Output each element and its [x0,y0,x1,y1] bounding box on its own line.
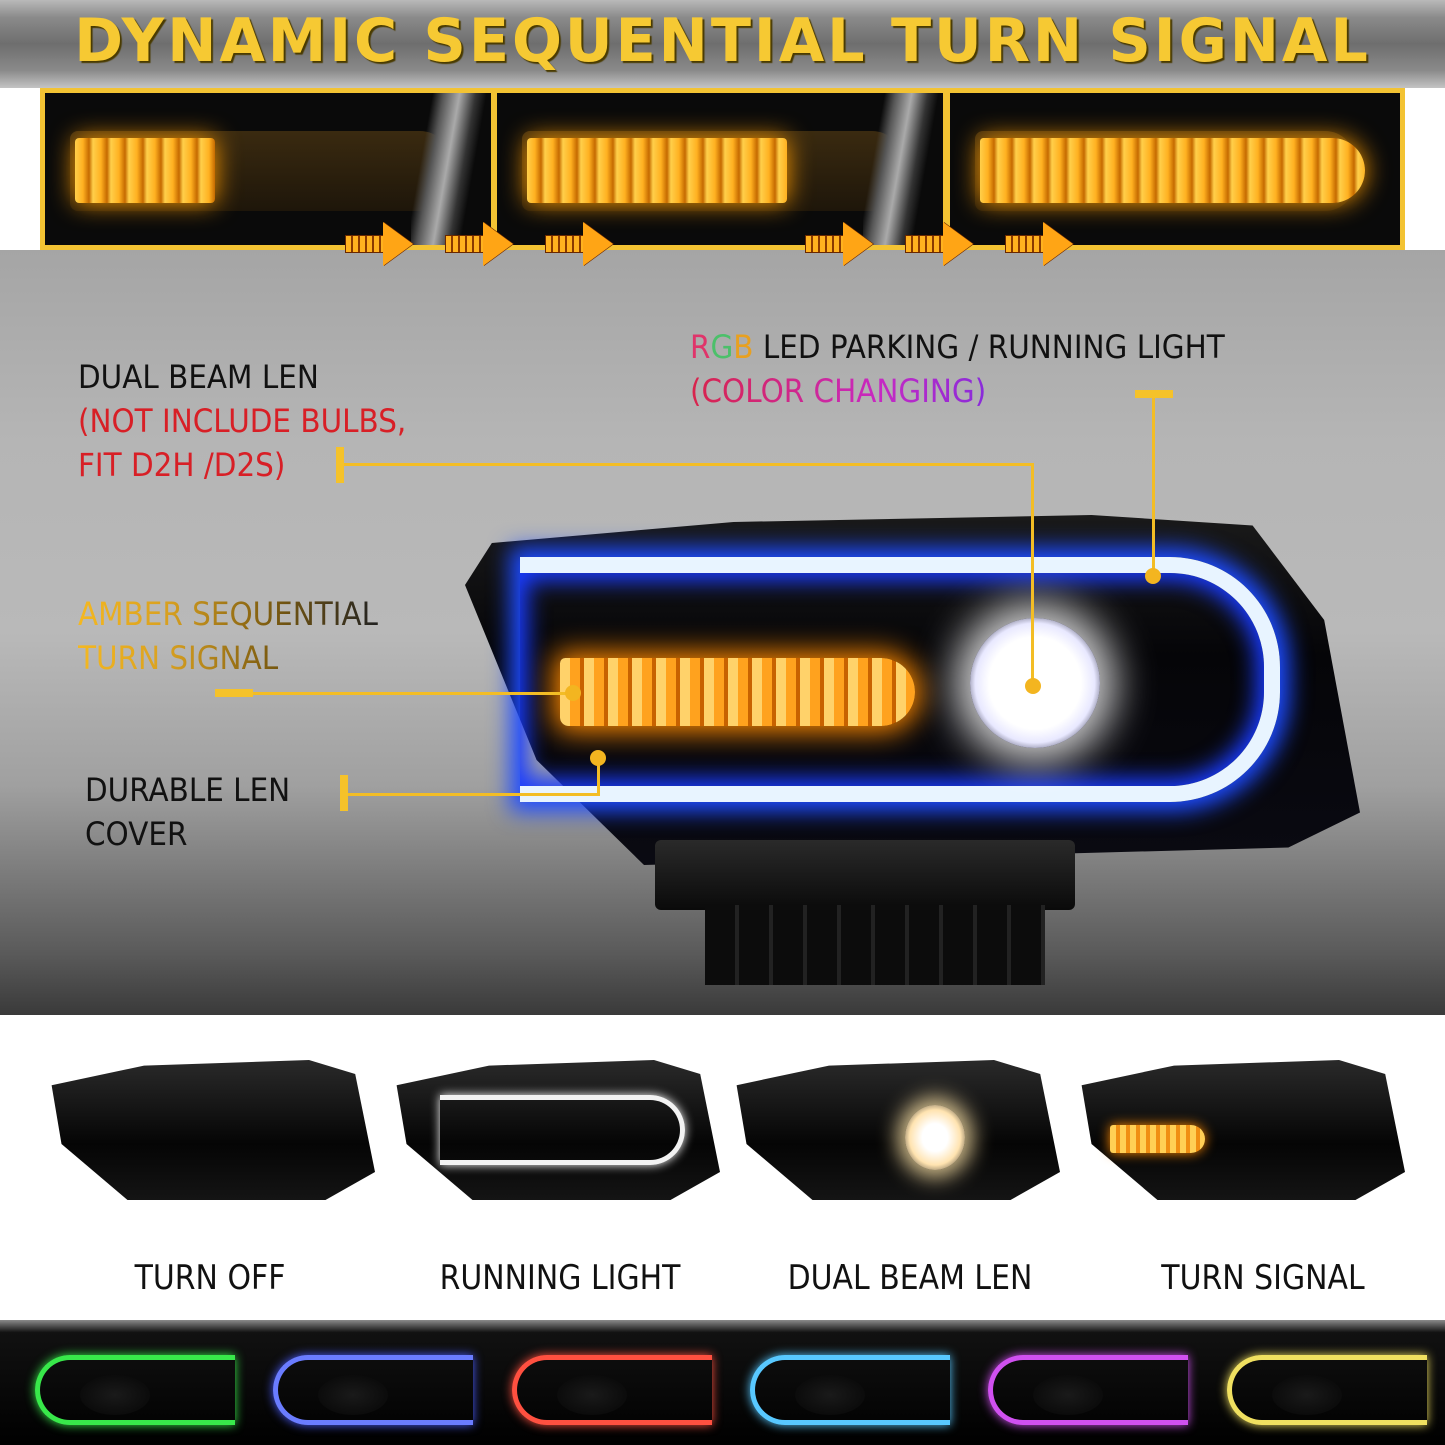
color-mode-cell [20,1350,235,1435]
leader-line-rgb [1152,398,1155,576]
callout-dot-dual-beam [1025,678,1041,694]
sequential-arrow-icon [345,222,415,266]
sequence-frame-3 [945,88,1405,250]
banner-title: DYNAMIC SEQUENTIAL TURN SIGNAL [74,6,1371,76]
amber-turn-signal-bar [560,658,915,726]
variant-turn-signal [1075,1060,1405,1210]
title-banner: DYNAMIC SEQUENTIAL TURN SIGNAL [0,0,1445,88]
callout-tick-rgb [1135,390,1173,398]
callout-dot-rgb [1145,568,1161,584]
variant-label: DUAL BEAM LEN [787,1258,1033,1298]
callout-durable-line-1: DURABLE LEN [85,771,291,809]
leader-line-durable-vertical [597,758,600,796]
callout-rgb-title: RGB LED PARKING / RUNNING LIGHT [690,328,1225,366]
color-ring [750,1355,950,1425]
callout-rgb-subtitle: (COLOR CHANGING) [690,369,1225,413]
color-mode-cell [1212,1350,1427,1435]
fender-reflection [411,93,491,245]
leader-line-durable [348,793,600,796]
callout-dual-beam-note-2: FIT D2H /D2S) [78,446,286,484]
variant-running-light [390,1060,720,1210]
headlight-thumbnail [51,1060,375,1200]
color-mode-cell [497,1350,712,1435]
lit-segments [75,138,215,203]
color-mode-cell [973,1350,1188,1435]
beam-glow [905,1105,965,1170]
callout-tick-durable [340,775,348,811]
sequential-arrow-icon [545,222,615,266]
color-ring [35,1355,235,1425]
lit-segments [527,138,787,203]
mounting-bracket [705,905,1045,985]
color-ring [988,1355,1188,1425]
variant-turn-off [45,1060,375,1210]
callout-dot-durable [590,750,606,766]
headlight-thumbnail [736,1060,1060,1200]
callout-rgb: RGB LED PARKING / RUNNING LIGHT (COLOR C… [690,325,1225,413]
turn-signal-glow [1110,1125,1205,1153]
leader-line-amber [253,692,573,695]
color-ring [512,1355,712,1425]
sequence-strip [0,88,1445,250]
rgb-drl-bar [520,557,1280,802]
color-ring [1227,1355,1427,1425]
color-mode-cell [258,1350,473,1435]
drl-glow [440,1095,685,1165]
sequence-frame-1 [40,88,496,250]
callout-durable: DURABLE LEN COVER [85,768,290,856]
sequential-arrow-icon [445,222,515,266]
arrow-group-1 [345,222,615,270]
fender-reflection [863,93,943,245]
callout-tick-dual-beam [336,447,344,483]
leader-line-dual-beam-vertical [1031,463,1034,685]
callout-amber: AMBER SEQUENTIAL TURN SIGNAL [78,592,378,680]
callout-dual-beam: DUAL BEAM LEN (NOT INCLUDE BULBS, FIT D2… [78,355,406,487]
color-mode-cell [735,1350,950,1435]
lower-reflector [655,840,1075,910]
sequence-frame-2 [492,88,948,250]
sequential-arrow-icon [805,222,875,266]
sequential-arrow-icon [905,222,975,266]
callout-amber-line-2: TURN SIGNAL [78,636,378,680]
variant-dual-beam [730,1060,1060,1210]
callout-durable-line-2: COVER [85,815,188,853]
variant-label: RUNNING LIGHT [439,1258,681,1298]
lit-segments [980,138,1365,203]
variant-label: TURN SIGNAL [1161,1258,1365,1298]
callout-dual-beam-note-1: (NOT INCLUDE BULBS, [78,402,407,440]
callout-dual-beam-title: DUAL BEAM LEN [78,358,319,396]
sequential-arrow-icon [1005,222,1075,266]
variant-label: TURN OFF [134,1258,286,1298]
headlight-illustration [465,495,1360,1000]
arrow-group-2 [805,222,1075,270]
callout-amber-line-1: AMBER SEQUENTIAL [78,592,378,636]
callout-tick-amber [215,689,253,697]
leader-line-dual-beam [344,463,1034,466]
rgb-color-modes-strip [0,1320,1445,1445]
mode-variants-row [0,1015,1445,1325]
color-ring [273,1355,473,1425]
callout-dot-amber [565,685,581,701]
